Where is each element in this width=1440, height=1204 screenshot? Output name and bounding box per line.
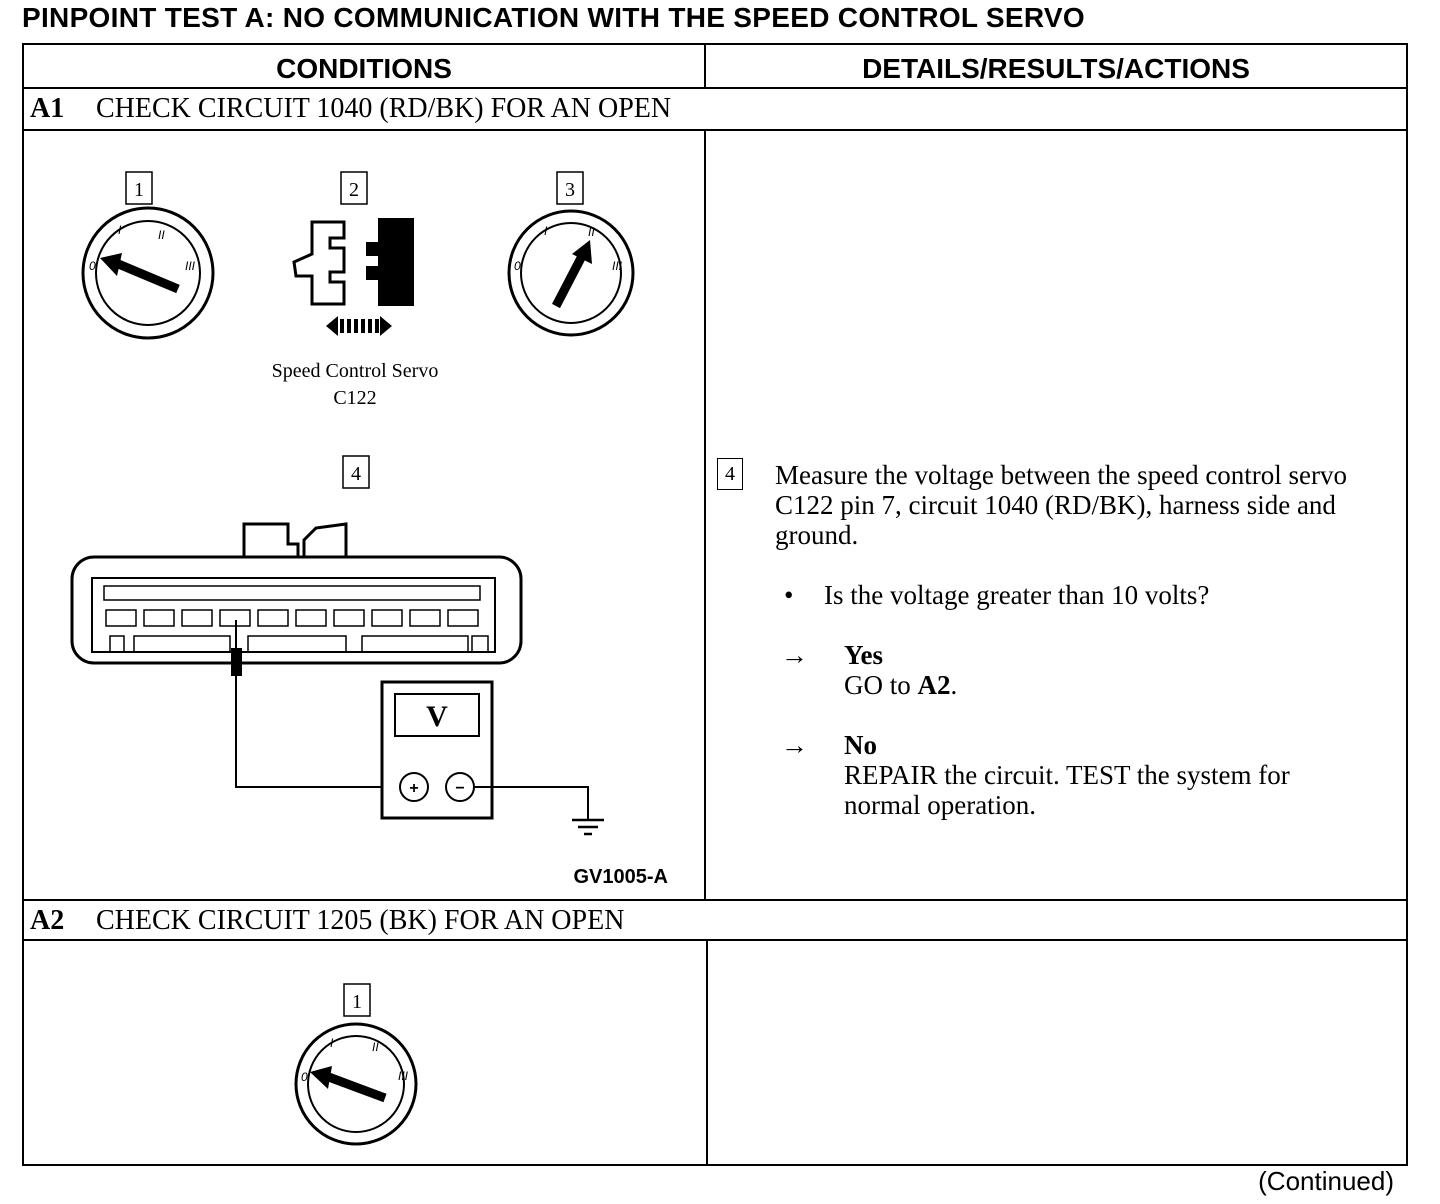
step-a1-id: A1 [30, 93, 65, 124]
callout-3: 3 [565, 179, 575, 201]
details-question: Is the voltage greater than 10 volts? [824, 580, 1210, 610]
no-action: REPAIR the circuit. TEST the system for … [844, 760, 1290, 820]
a2-ignition-switch-off-icon: 0 I II III [294, 1022, 418, 1146]
test-probe [231, 620, 400, 788]
question-bullet: • [784, 580, 794, 610]
step-a2-title: CHECK CIRCUIT 1205 (BK) FOR AN OPEN [96, 905, 625, 936]
step-a2-id: A2 [30, 905, 65, 936]
yes-action-suffix: . [950, 670, 958, 700]
a2-heading-divider [24, 939, 1406, 941]
details-instruction: Measure the voltage between the speed co… [775, 460, 1348, 550]
a2-dial-mark-3: III [398, 1069, 409, 1083]
voltmeter-negative: − [455, 780, 464, 797]
figure-id: GV1005-A [574, 866, 669, 888]
details-callout-4: 4 [717, 458, 743, 490]
a2-callout-1: 1 [352, 991, 362, 1013]
dial-mark-3-run: III [612, 259, 623, 273]
column-header-details: DETAILS/RESULTS/ACTIONS [862, 53, 1250, 84]
no-label: No [844, 730, 877, 760]
a1-body-divider [24, 899, 1406, 901]
connector-pin-row [105, 609, 479, 627]
step-a1-heading: A1 CHECK CIRCUIT 1040 (RD/BK) FOR AN OPEN [30, 93, 671, 125]
a2-column-divider [706, 939, 708, 1166]
step-a1-title: CHECK CIRCUIT 1040 (RD/BK) FOR AN OPEN [96, 93, 672, 124]
page-title: PINPOINT TEST A: NO COMMUNICATION WITH T… [22, 2, 1085, 33]
yes-action-prefix: GO to [844, 670, 918, 700]
ignition-switch-run-icon: 0 I II III [507, 209, 635, 337]
voltmeter-label: V [426, 700, 448, 733]
a2-callout-box-1 [343, 983, 371, 1017]
dial-mark-0-run: 0 [514, 259, 521, 273]
no-arrow-icon: → [781, 730, 808, 760]
a1-heading-divider [24, 129, 1406, 131]
continued-label: (Continued) [1258, 1166, 1394, 1196]
a2-dial-mark-0: 0 [301, 1070, 308, 1084]
voltmeter-icon [380, 680, 494, 820]
voltmeter-positive: + [409, 780, 418, 797]
dial-mark-1-run: I [544, 224, 548, 238]
dial-mark-1: I [118, 223, 122, 237]
harness-connector-c122 [70, 522, 523, 665]
callout-box-1 [125, 171, 153, 205]
a2-dial-mark-2: II [372, 1040, 379, 1054]
a2-dial-mark-1: I [330, 1036, 334, 1050]
yes-label: Yes [844, 640, 883, 670]
callout-2: 2 [349, 179, 359, 201]
yes-arrow-icon: → [781, 640, 808, 670]
column-header-conditions: CONDITIONS [276, 53, 452, 84]
dial-mark-3: III [185, 259, 196, 273]
callout-box-4 [342, 455, 370, 489]
dial-mark-2: II [158, 228, 165, 242]
connector-disconnect-icon [292, 218, 414, 336]
ground-icon [474, 786, 604, 836]
dial-mark-2-run: II [588, 225, 595, 239]
a1-column-divider [704, 129, 706, 899]
callout-box-3 [556, 171, 584, 205]
header-divider [24, 87, 1406, 89]
yes-action-target: A2 [917, 670, 951, 700]
callout-box-2 [340, 171, 368, 205]
callout-4: 4 [351, 463, 361, 485]
dial-mark-0: 0 [89, 259, 96, 273]
connector-label-line1: Speed Control Servo [272, 360, 439, 382]
header-column-divider [704, 45, 706, 87]
ignition-switch-off-icon: 0 I II III [81, 206, 215, 340]
connector-label-line2: C122 [333, 387, 376, 409]
callout-1: 1 [134, 179, 144, 201]
step-a2-heading: A2 CHECK CIRCUIT 1205 (BK) FOR AN OPEN [30, 905, 624, 937]
yes-action: GO to A2. [844, 670, 957, 700]
